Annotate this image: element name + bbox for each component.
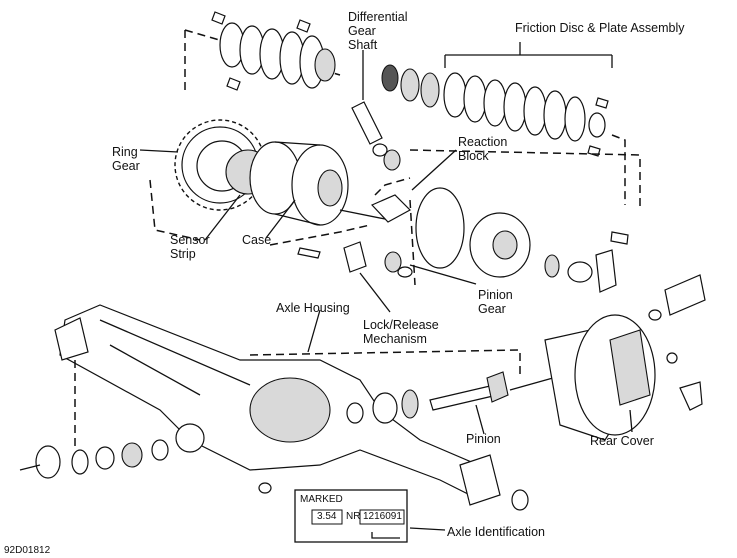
rear-cover-part (544, 274, 706, 441)
tag-marked-text: MARKED (300, 494, 343, 505)
label-differential-gear-shaft: Differential Gear Shaft (348, 10, 408, 52)
label-sensor-strip: Sensor Strip (170, 233, 210, 261)
axle-housing-part (54, 304, 521, 506)
tag-nr-value: 1216091 (363, 511, 402, 522)
label-reaction-block: Reaction Block (458, 135, 508, 163)
id-tag-box (294, 489, 408, 543)
differential-case (149, 141, 391, 246)
ring-gear (174, 119, 271, 211)
leader-lines (139, 50, 633, 531)
flange-assembly (409, 149, 641, 293)
label-friction-disc-plate-assembly: Friction Disc & Plate Assembly (515, 21, 685, 35)
tag-nr-label: NR (346, 511, 361, 522)
reaction-block-part (370, 177, 411, 223)
gear-shaft (351, 101, 401, 171)
label-lock-release-mechanism: Lock/Release Mechanism (363, 318, 439, 346)
label-case: Case (242, 233, 272, 247)
upper-clutch-pack (184, 11, 341, 95)
right-flange-parts (511, 489, 529, 511)
label-rear-cover: Rear Cover (590, 434, 654, 448)
left-shaft-parts (19, 439, 272, 494)
label-pinion-gear: Pinion Gear (478, 288, 513, 316)
label-ring-gear: Ring Gear (112, 145, 140, 173)
friction-disc-pack (381, 42, 626, 205)
label-axle-housing: Axle Housing (276, 301, 350, 315)
figure-code: 92D01812 (4, 545, 51, 556)
lock-release-part (297, 241, 413, 278)
pinion-assembly (346, 361, 611, 424)
label-axle-identification: Axle Identification (447, 525, 545, 539)
tag-ratio-value: 3.54 (317, 511, 337, 522)
label-pinion: Pinion (466, 432, 501, 446)
